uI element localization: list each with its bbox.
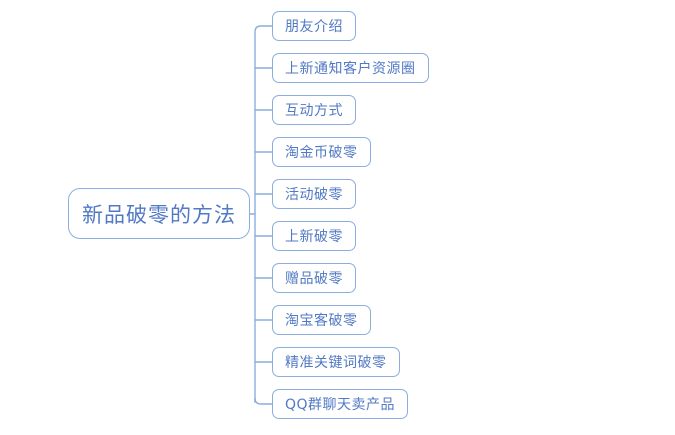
branch-node-label: 朋友介绍 [285,19,343,35]
root-node-label: 新品破零的方法 [82,202,236,227]
root-node[interactable]: 新品破零的方法 [68,188,250,239]
connector-branch-10 [254,397,273,405]
branch-node-label: QQ群聊天卖产品 [285,397,396,413]
branch-node-label: 互动方式 [285,103,343,119]
branch-node-7[interactable]: 赠品破零 [272,263,356,293]
branch-node-label: 上新通知客户资源圈 [285,61,416,77]
branch-node-3[interactable]: 互动方式 [272,95,356,125]
connector-branch-1 [254,25,273,35]
branch-node-label: 活动破零 [285,187,343,203]
branch-node-label: 赠品破零 [285,271,343,287]
branch-node-1[interactable]: 朋友介绍 [272,11,356,41]
branch-node-4[interactable]: 淘金币破零 [272,137,371,167]
branch-node-6[interactable]: 上新破零 [272,221,356,251]
branch-node-10[interactable]: QQ群聊天卖产品 [272,389,409,419]
branch-node-2[interactable]: 上新通知客户资源圈 [272,53,429,83]
branch-node-label: 淘金币破零 [285,145,358,161]
branch-node-5[interactable]: 活动破零 [272,179,356,209]
branch-node-8[interactable]: 淘宝客破零 [272,305,371,335]
branch-node-label: 淘宝客破零 [285,313,358,329]
branch-node-9[interactable]: 精准关键词破零 [272,347,400,377]
branch-node-label: 精准关键词破零 [285,355,387,371]
branch-node-label: 上新破零 [285,229,343,245]
